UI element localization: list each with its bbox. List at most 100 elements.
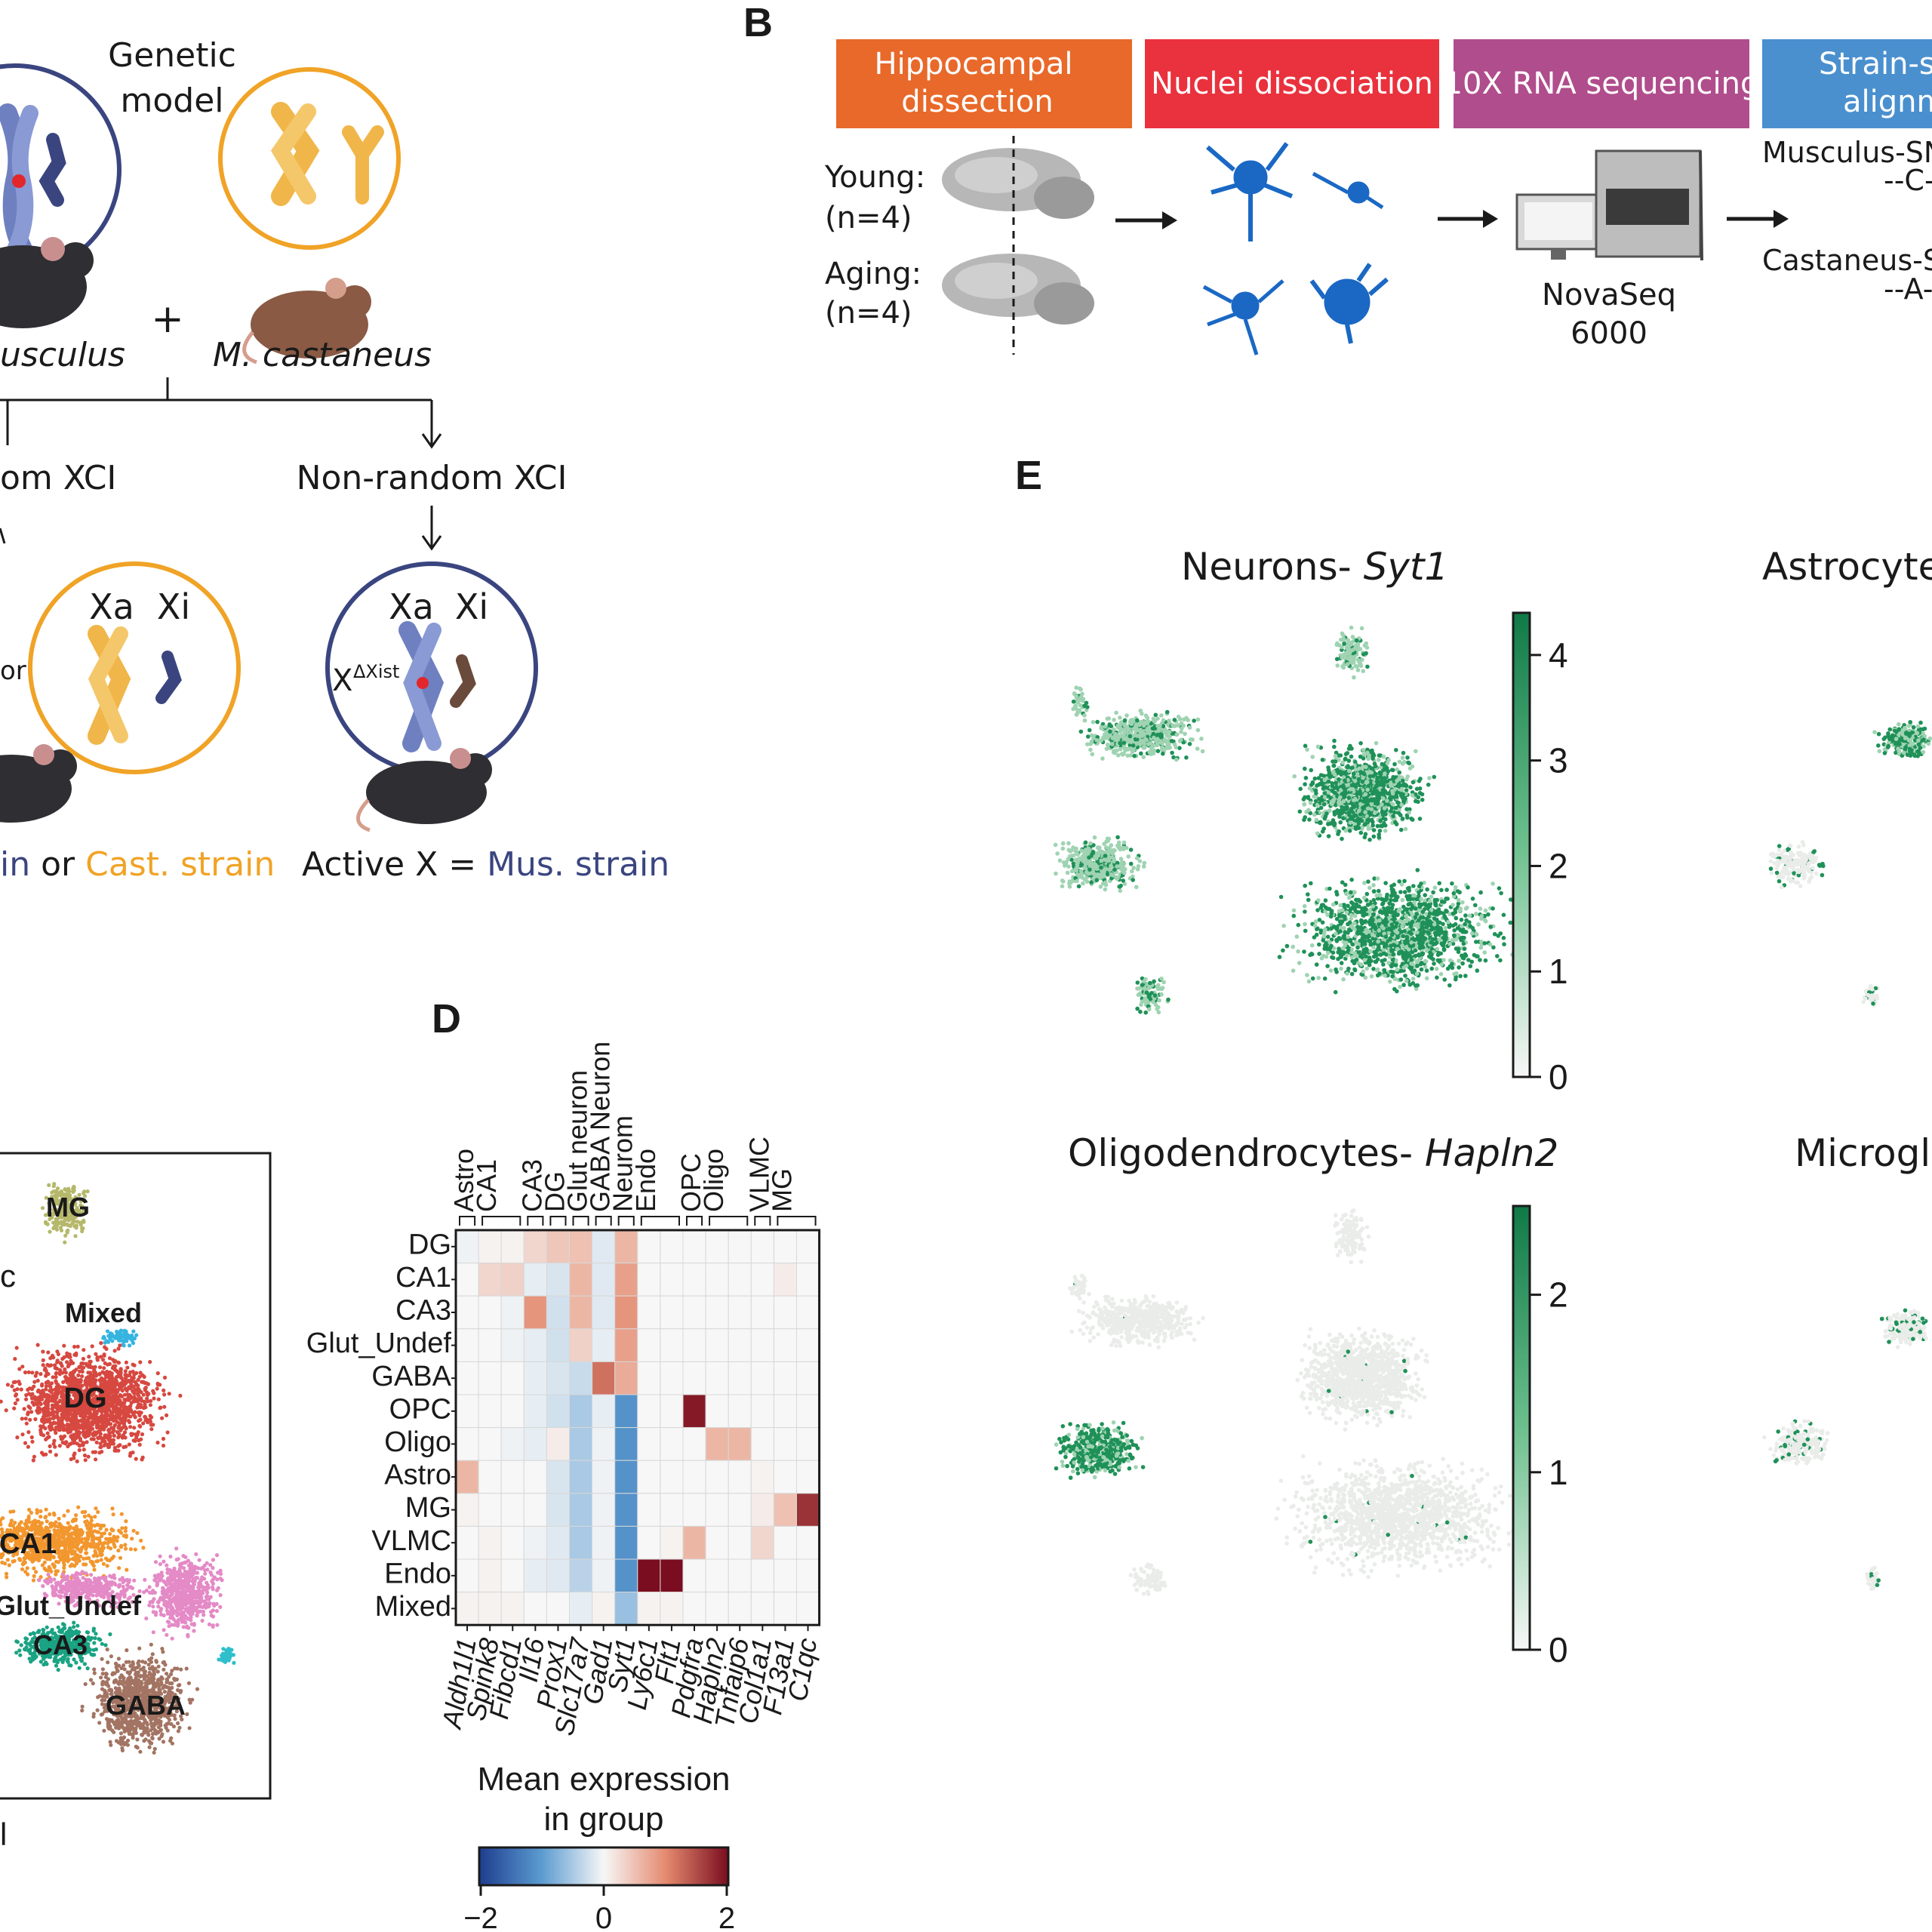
arrow-3-icon <box>1727 210 1789 228</box>
umap-point <box>121 1584 125 1589</box>
umap-point <box>32 1454 37 1459</box>
umap-point <box>186 1681 191 1685</box>
umap-point <box>110 1430 115 1435</box>
umap-point <box>148 1403 152 1407</box>
umap-point <box>140 1373 145 1377</box>
umap-point <box>211 1623 215 1628</box>
umap-point <box>60 1356 65 1361</box>
umap-point <box>133 1547 137 1552</box>
musculus-snp-label: Musculus-SN <box>1762 136 1932 169</box>
umap-point <box>51 1355 56 1360</box>
umap-point <box>144 1381 149 1386</box>
umap-point <box>189 1561 193 1566</box>
umap-point <box>150 1731 155 1737</box>
umap-point <box>153 1560 158 1564</box>
umap-point <box>70 1548 75 1553</box>
umap-point <box>199 1595 204 1600</box>
umap-point <box>184 1666 189 1671</box>
umap-point <box>131 1438 136 1443</box>
umap-point <box>54 1581 58 1586</box>
umap-point <box>188 1613 192 1617</box>
umap-point <box>158 1554 162 1558</box>
umap-point <box>167 1620 171 1625</box>
umap-point <box>135 1405 140 1410</box>
umap-point <box>215 1623 220 1627</box>
umap-point <box>108 1632 112 1637</box>
umap-point <box>118 1343 122 1348</box>
umap-point <box>173 1574 177 1578</box>
umap-point <box>42 1394 47 1398</box>
umap-point <box>111 1512 115 1517</box>
umap-point <box>73 1234 78 1238</box>
umap-point <box>110 1401 115 1405</box>
umap-point <box>67 1189 72 1193</box>
umap-point <box>143 1669 148 1674</box>
xi-label-2: Xi <box>455 586 488 627</box>
umap-point <box>129 1433 134 1438</box>
umap-point <box>72 1417 77 1422</box>
umap-point <box>161 1740 166 1744</box>
umap-point <box>146 1399 150 1404</box>
umap-point <box>141 1674 146 1678</box>
umap-point <box>100 1657 104 1661</box>
umap-point <box>186 1588 191 1592</box>
umap-point <box>68 1372 72 1377</box>
umap-point <box>94 1583 98 1587</box>
umap-point <box>100 1687 105 1691</box>
umap-point <box>97 1576 101 1580</box>
umap-point <box>81 1576 85 1580</box>
workflow-step-2-label: Nuclei dissociation <box>1151 66 1433 101</box>
umap-point <box>79 1537 84 1541</box>
umap-point <box>13 1401 17 1406</box>
umap-point <box>195 1614 199 1618</box>
umap-point <box>29 1510 34 1515</box>
umap-point <box>152 1682 156 1687</box>
umap-point <box>57 1444 62 1448</box>
umap-point <box>64 1211 69 1216</box>
panel-a: Genetic model usculus + <box>0 36 669 884</box>
umap-point <box>91 1647 96 1652</box>
umap-point <box>75 1571 80 1576</box>
umap-point <box>205 1590 210 1595</box>
umap-point <box>14 1393 18 1398</box>
umap-point <box>108 1422 113 1426</box>
umap-point <box>61 1525 66 1530</box>
umap-point <box>218 1568 223 1573</box>
umap-point <box>116 1336 121 1340</box>
umap-point <box>44 1567 48 1572</box>
umap-point <box>161 1650 165 1654</box>
umap-point <box>124 1534 128 1538</box>
umap-point <box>25 1566 29 1571</box>
non-random-xci-label: Non-random XCI <box>297 459 568 497</box>
umap-point <box>27 1386 32 1391</box>
umap-point <box>112 1349 117 1353</box>
random-xci-outcome: in or Cast. strain <box>0 845 275 884</box>
umap-point <box>162 1667 166 1672</box>
umap-point <box>215 1577 220 1582</box>
umap-point <box>41 1363 45 1367</box>
umap-point <box>124 1360 128 1364</box>
umap-point <box>74 1351 78 1355</box>
umap-point <box>51 1405 56 1410</box>
umap-point <box>125 1648 129 1653</box>
umap-point <box>102 1352 106 1357</box>
umap-point <box>24 1421 29 1426</box>
sequencer-label-1: NovaSeq <box>1542 278 1676 312</box>
umap-point <box>158 1405 163 1410</box>
umap-point <box>127 1660 131 1664</box>
umap-point <box>220 1578 224 1583</box>
workflow-step-1-line2: dissection <box>901 85 1053 119</box>
umap-point <box>70 1563 75 1567</box>
umap-point <box>195 1605 199 1610</box>
umap-point <box>45 1519 49 1524</box>
umap-point <box>54 1221 59 1226</box>
umap-point <box>130 1334 134 1339</box>
umap-point <box>25 1637 29 1641</box>
umap-point <box>98 1415 103 1420</box>
umap-point <box>136 1430 140 1435</box>
umap-point <box>162 1392 167 1397</box>
umap-point <box>147 1585 152 1589</box>
umap-point <box>63 1586 67 1590</box>
umap-point <box>193 1571 198 1575</box>
